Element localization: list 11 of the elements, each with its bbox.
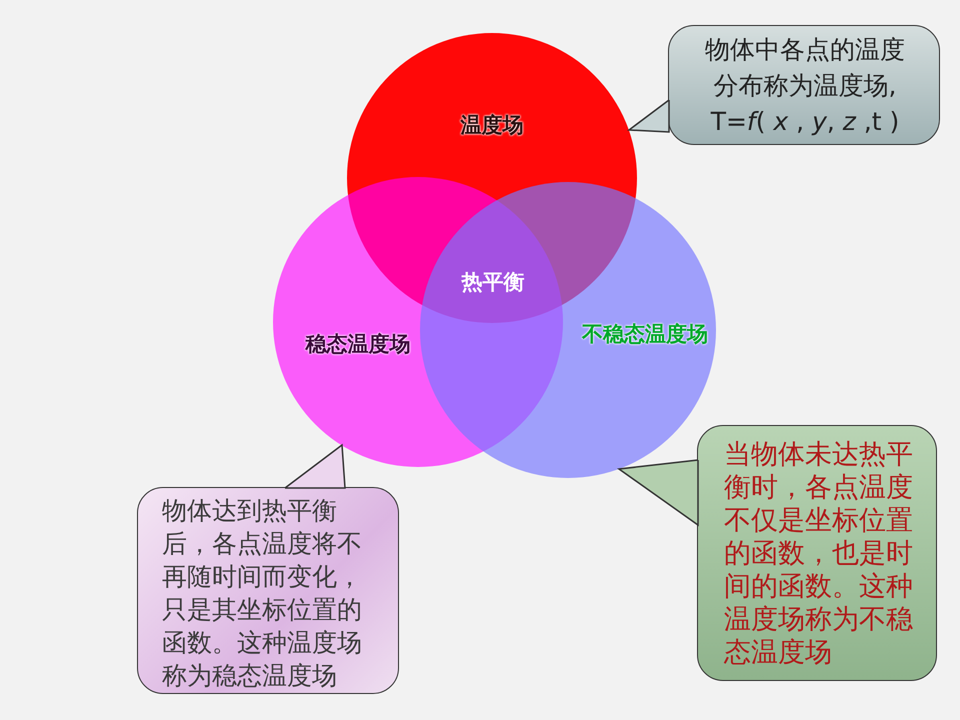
circle-label: 稳态温度场 <box>306 330 410 358</box>
speech-bubble <box>137 487 399 694</box>
callout-text: 物体达到热平衡后，各点温度将不再随时间而变化，只是其坐标位置的函数。这种温度场称为稳态温度场 <box>162 495 363 692</box>
callout-text: 物体中各点的温度分布称为温度场, T=f( x , y, z ,t ) <box>704 34 906 138</box>
speech-bubble <box>697 425 937 681</box>
circle-label: 不稳态温度场 <box>582 320 708 348</box>
callout-text: 当物体未达热平衡时，各点温度不仅是坐标位置的函数，也是时间的函数。这种温度场称为不稳态温度场 <box>724 438 914 669</box>
overlap-label: 热平衡 <box>462 268 524 296</box>
circle-label: 温度场 <box>460 111 524 139</box>
speech-bubble <box>668 25 940 145</box>
callout-tail <box>616 459 699 526</box>
